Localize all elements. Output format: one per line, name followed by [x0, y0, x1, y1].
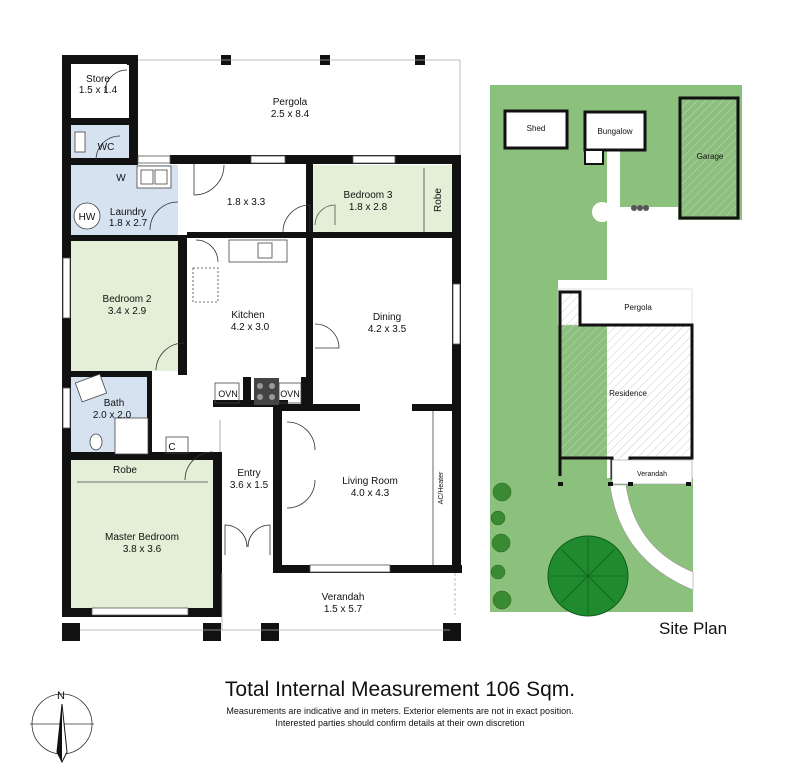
kitchen-dims: 4.2 x 3.0 — [231, 322, 270, 333]
laundry-dims: 1.8 x 2.7 — [109, 218, 148, 229]
washer-label: W — [116, 173, 126, 184]
measurement-note: Measurements are indicative and in meter… — [226, 706, 574, 716]
pergola-name: Pergola — [273, 97, 308, 108]
entry-dims: 3.6 x 1.5 — [230, 480, 269, 491]
hot-water-label: HW — [79, 212, 96, 223]
living-name: Living Room — [342, 476, 398, 487]
oven-label-1: OVN — [218, 389, 238, 399]
bungalow-label: Bungalow — [597, 127, 632, 136]
store-name: Store — [86, 74, 110, 85]
hall-dims: 1.8 x 3.3 — [227, 197, 266, 208]
cooktop — [254, 378, 279, 405]
oven-label-2: OVN — [280, 389, 300, 399]
dining-dims: 4.2 x 3.5 — [368, 324, 407, 335]
master-name: Master Bedroom — [105, 532, 179, 543]
site-plan: Shed Bungalow Garage Pergola Residence V… — [490, 85, 742, 617]
shed-label: Shed — [527, 124, 546, 133]
dining-name: Dining — [373, 312, 401, 323]
garage — [678, 96, 740, 220]
garage-label: Garage — [697, 152, 724, 161]
bedroom3-dims: 1.8 x 2.8 — [349, 202, 388, 213]
disclaimer-note: Interested parties should confirm detail… — [275, 718, 525, 728]
master-fill — [71, 460, 213, 608]
total-measurement-title: Total Internal Measurement 106 Sqm. — [224, 678, 576, 701]
laundry-name: Laundry — [110, 207, 146, 218]
site-plan-label: Site Plan — [659, 619, 728, 638]
robe-master-label: Robe — [113, 465, 137, 476]
shrubs — [490, 482, 512, 610]
bungalow — [583, 110, 647, 152]
master-dims: 3.8 x 3.6 — [123, 544, 162, 555]
north-compass: N — [30, 690, 94, 764]
bedroom2-name: Bedroom 2 — [103, 294, 152, 305]
verandah-site-label: Verandah — [637, 471, 667, 478]
bath-dims: 2.0 x 2.0 — [93, 410, 132, 421]
bath-name: Bath — [104, 398, 125, 409]
cupboard-label: C — [168, 442, 175, 453]
bedroom2-dims: 3.4 x 2.9 — [108, 306, 147, 317]
store-dims: 1.5 x 1.4 — [79, 85, 118, 96]
bedroom3-name: Bedroom 3 — [344, 190, 393, 201]
wc-name: WC — [98, 142, 115, 153]
robe-b3-label: Robe — [433, 188, 444, 212]
shed — [503, 109, 569, 150]
ac-heater-label: AC/Heater — [438, 471, 445, 504]
verandah-dims: 1.5 x 5.7 — [324, 604, 363, 615]
floor-plan: Store 1.5 x 1.4 Pergola 2.5 x 8.4 WC Lau… — [62, 55, 462, 641]
pergola-dims: 2.5 x 8.4 — [271, 109, 310, 120]
verandah-name: Verandah — [322, 592, 365, 603]
living-dims: 4.0 x 4.3 — [351, 488, 390, 499]
kitchen-name: Kitchen — [231, 310, 264, 321]
compass-north-label: N — [57, 690, 65, 702]
entry-name: Entry — [237, 468, 260, 479]
pergola-site-label: Pergola — [624, 303, 652, 312]
residence-label: Residence — [609, 389, 647, 398]
